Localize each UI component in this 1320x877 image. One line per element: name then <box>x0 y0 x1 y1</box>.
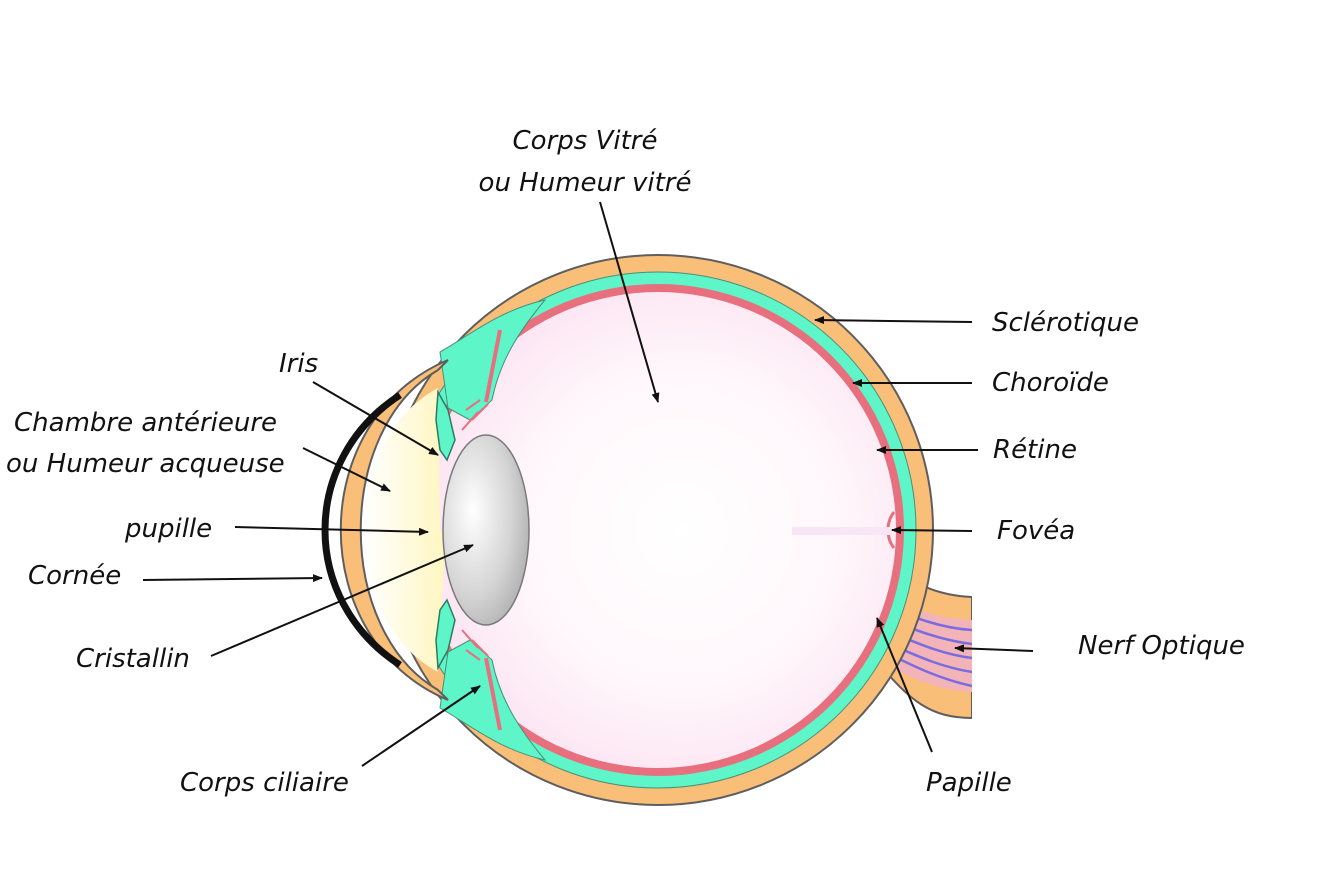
cristallin-pointer <box>210 544 474 657</box>
aqueous-humor <box>364 388 445 672</box>
eye-globe <box>382 254 934 806</box>
label-papille: Papille <box>926 768 1012 798</box>
anterior-segment <box>321 359 530 701</box>
zonule-upper <box>461 399 489 431</box>
label-nerf-optique: Nerf Optique <box>1078 631 1245 661</box>
cornea-outer <box>339 359 449 701</box>
label-fovea: Fovéa <box>997 516 1075 546</box>
cornee-pointer <box>142 574 323 583</box>
papille-pointer <box>876 617 933 753</box>
label-corps-ciliaire: Corps ciliaire <box>180 768 349 798</box>
label-iris: Iris <box>279 349 318 379</box>
label-choroide: Choroïde <box>992 368 1109 398</box>
label-chambre-line1: Chambre antérieure <box>14 408 277 438</box>
retina-edge-lower <box>484 657 502 731</box>
crystalline-lens <box>442 434 530 626</box>
label-cristallin: Cristallin <box>76 644 190 674</box>
iris-upper <box>435 389 456 462</box>
labels: Corps Vitré ou Humeur vitré Sclérotique … <box>6 126 1245 798</box>
fovea-pointer <box>891 526 973 535</box>
iris-lower <box>435 598 456 671</box>
vitreous-body <box>420 292 896 768</box>
leader-lines <box>142 201 1034 767</box>
corps-vitre-pointer <box>599 201 660 403</box>
zonule-lower <box>461 629 489 661</box>
label-corps-vitre-line2: ou Humeur vitré <box>479 168 692 198</box>
sclerotique-pointer <box>814 316 973 325</box>
label-sclerotique: Sclérotique <box>992 308 1139 338</box>
nerf-optique-pointer <box>954 644 1034 653</box>
label-cornee: Cornée <box>28 561 121 591</box>
label-corps-vitre-line1: Corps Vitré <box>513 126 658 156</box>
retina-edge-upper <box>484 329 502 403</box>
visual-axis-mark <box>792 527 892 535</box>
corps-ciliaire-pointer <box>361 685 481 767</box>
chambre-pointer <box>302 447 391 492</box>
label-retine: Rétine <box>993 435 1077 465</box>
label-pupille: pupille <box>124 514 212 544</box>
label-chambre-line2: ou Humeur acqueuse <box>6 449 285 479</box>
iris-pointer <box>312 381 439 456</box>
pupille-pointer <box>234 526 429 536</box>
